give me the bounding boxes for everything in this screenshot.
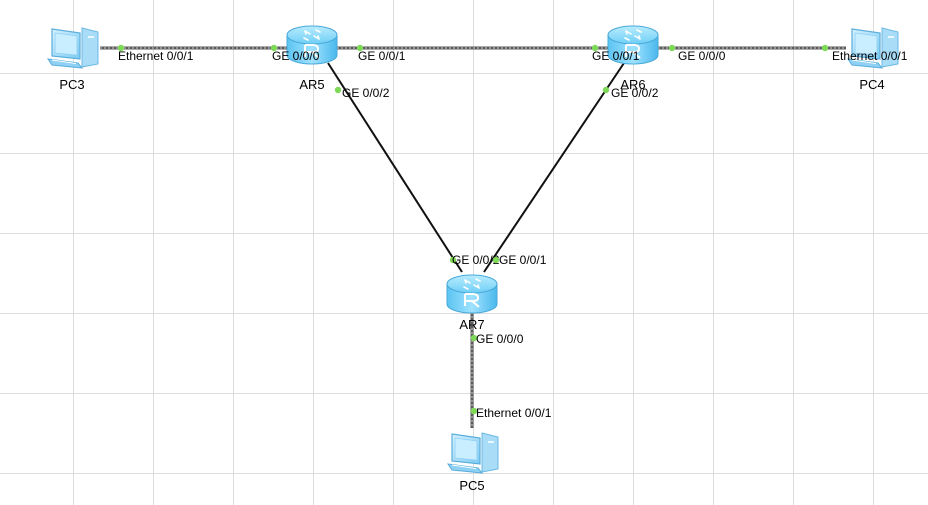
device-label: PC4 [859, 77, 884, 92]
device-label: AR7 [459, 317, 484, 332]
device-label: PC3 [59, 77, 84, 92]
port-dot[interactable] [470, 407, 478, 415]
port-dot[interactable] [602, 86, 610, 94]
port-ar6[interactable]: GE 0/0/1 [591, 44, 640, 63]
port-dot[interactable] [449, 256, 457, 264]
port-label: Ethernet 0/0/1 [832, 49, 908, 63]
device-pc5[interactable]: PC5 [447, 432, 499, 493]
port-pc5[interactable]: Ethernet 0/0/1 [470, 406, 552, 420]
port-dot[interactable] [356, 44, 364, 52]
port-label: GE 0/0/2 [342, 86, 390, 100]
pc-icon[interactable] [47, 27, 99, 69]
device-ar6[interactable]: AR6 [607, 25, 659, 92]
port-label: Ethernet 0/0/1 [118, 49, 194, 63]
port-ar6[interactable]: GE 0/0/2 [602, 86, 659, 100]
port-dot[interactable] [668, 44, 676, 52]
port-label: GE 0/0/0 [678, 49, 726, 63]
port-label: GE 0/0/1 [592, 49, 640, 63]
port-pc4[interactable]: Ethernet 0/0/1 [821, 44, 908, 63]
port-dot[interactable] [591, 44, 599, 52]
port-ar5[interactable]: GE 0/0/1 [356, 44, 406, 63]
device-ar5[interactable]: AR5 [286, 25, 338, 92]
port-ar7[interactable]: GE 0/0/0 [470, 332, 524, 346]
port-label: GE 0/0/0 [476, 332, 524, 346]
port-pc3[interactable]: Ethernet 0/0/1 [117, 44, 194, 63]
device-ar7[interactable]: AR7 [446, 274, 498, 332]
port-dot[interactable] [117, 44, 125, 52]
port-ar6[interactable]: GE 0/0/0 [668, 44, 726, 63]
device-label: AR5 [299, 77, 324, 92]
link-ar6-ar7[interactable] [483, 62, 625, 273]
port-label: Ethernet 0/0/1 [476, 406, 552, 420]
port-ar5[interactable]: GE 0/0/2 [334, 86, 390, 100]
port-ar7[interactable]: GE 0/0/1 [492, 253, 547, 267]
router-icon[interactable] [446, 274, 498, 314]
link-ar5-ar7[interactable] [327, 62, 463, 273]
link-cable [327, 62, 463, 273]
links-layer [100, 46, 846, 428]
link-cable [483, 62, 625, 273]
port-label: GE 0/0/1 [358, 49, 406, 63]
device-label: PC5 [459, 478, 484, 493]
port-ar7[interactable]: GE 0/0/2 [449, 253, 500, 267]
device-label: AR6 [620, 77, 645, 92]
pc-icon[interactable] [447, 432, 499, 474]
port-ar5[interactable]: GE 0/0/0 [270, 44, 320, 63]
port-dot[interactable] [470, 334, 478, 342]
port-dot[interactable] [492, 256, 500, 264]
device-pc3[interactable]: PC3 [47, 27, 99, 92]
port-label: GE 0/0/2 [611, 86, 659, 100]
device-pc4[interactable]: PC4 [847, 27, 899, 92]
port-dot[interactable] [270, 44, 278, 52]
port-label: GE 0/0/2 [452, 253, 500, 267]
port-dot[interactable] [334, 86, 342, 94]
port-dot[interactable] [821, 44, 829, 52]
port-label: GE 0/0/0 [272, 49, 320, 63]
port-label: GE 0/0/1 [499, 253, 547, 267]
